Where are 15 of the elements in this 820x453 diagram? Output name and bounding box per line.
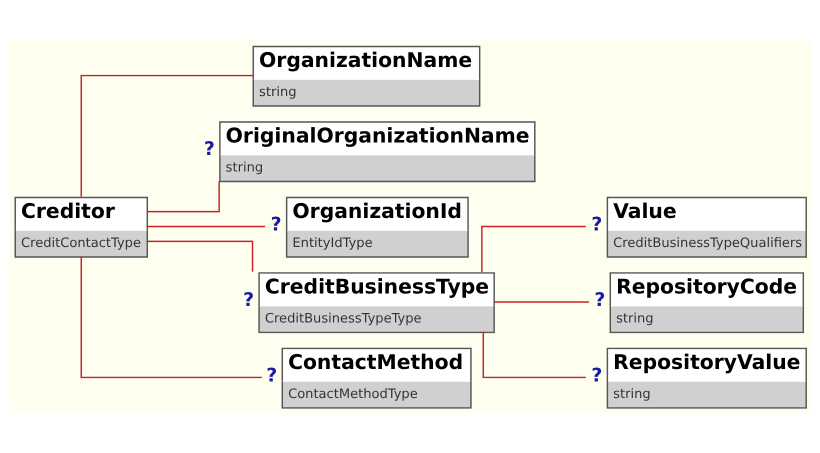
connector [494, 301, 589, 303]
connector [481, 226, 586, 272]
node-label: ? [243, 289, 254, 312]
connector [146, 181, 220, 212]
node-label: ? [591, 364, 602, 387]
node-label: ? [270, 214, 282, 236]
connector [147, 240, 254, 272]
connector [482, 332, 586, 378]
connector [146, 226, 266, 228]
node-label: ? [204, 138, 215, 160]
node-label: ? [266, 364, 278, 387]
connector [80, 256, 262, 378]
connector [80, 74, 253, 197]
node-label: ? [591, 214, 602, 236]
node-label: ? [594, 289, 606, 312]
